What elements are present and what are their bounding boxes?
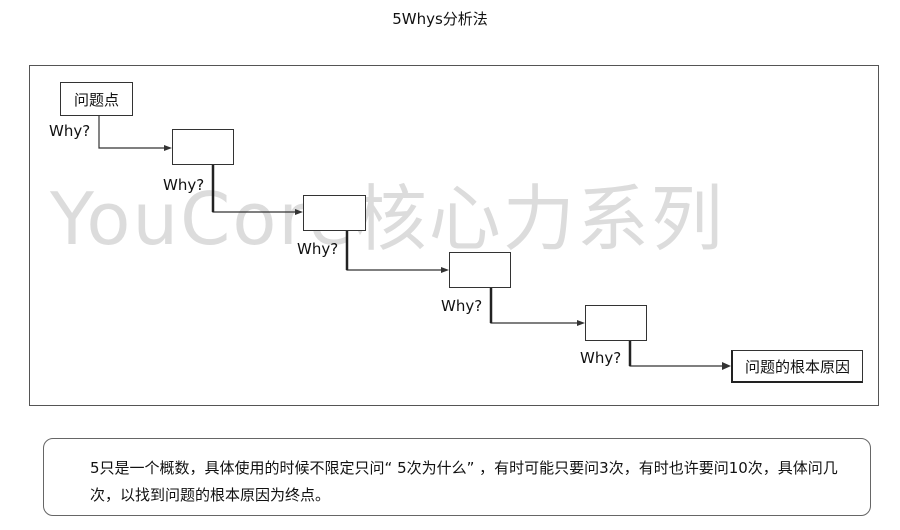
why-label-2: Why?	[163, 176, 205, 194]
why-label-1: Why?	[49, 122, 91, 140]
why-label-4: Why?	[441, 297, 483, 315]
diagram-frame	[29, 65, 879, 406]
why-box-1	[172, 129, 234, 165]
watermark: YouCore核心力系列	[50, 177, 725, 261]
problem-box: 问题点	[60, 82, 133, 116]
page-title: 5Whys分析法	[392, 10, 488, 28]
why-label-5: Why?	[580, 349, 622, 367]
why-box-3	[449, 252, 511, 288]
why-box-4	[585, 305, 647, 341]
why-label-3: Why?	[297, 240, 339, 258]
why-box-2	[303, 195, 366, 231]
explanation-note: 5只是一个概数，具体使用的时候不限定只问“ 5次为什么” ，有时可能只要问3次，…	[43, 438, 871, 516]
root-cause-box: 问题的根本原因	[731, 350, 863, 383]
